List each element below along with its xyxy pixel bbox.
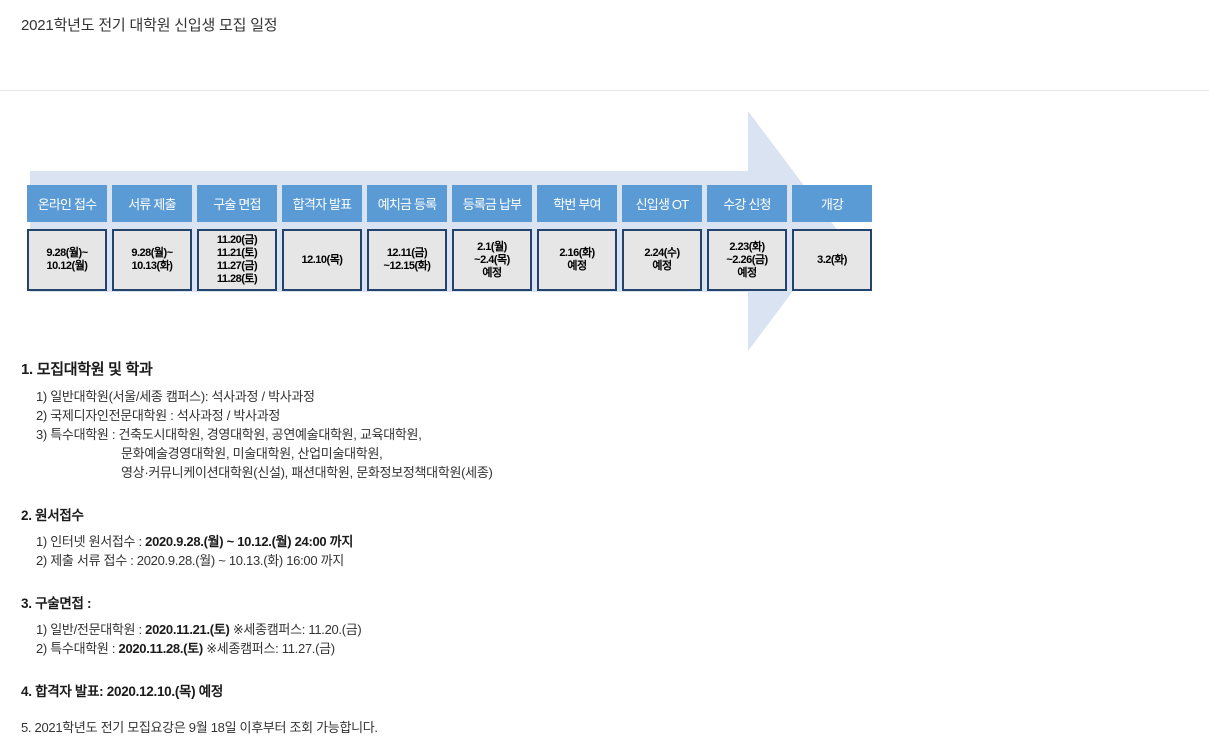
step-oral-interview: 구술 면접 11.20(금) 11.21(토) 11.27(금) 11.28(토… [197,185,277,291]
body-content: 1. 모집대학원 및 학과 1) 일반대학원(서울/세종 캠퍼스): 석사과정 … [21,350,1121,737]
page: 2021학년도 전기 대학원 신입생 모집 일정 온라인 접수 9.28(월)~… [0,17,1209,735]
section-line: 2) 제출 서류 접수 : 2020.9.28.(월) ~ 10.13.(화) … [36,553,344,568]
step-label: 온라인 접수 [27,185,107,222]
line-text: 1) 일반/전문대학원 : [36,622,146,637]
line-text: ※세종캠퍼스: 11.27.(금) [202,641,335,656]
step-freshman-ot: 신입생 OT 2.24(수) 예정 [622,185,702,291]
section-graduate-schools: 1. 모집대학원 및 학과 1) 일반대학원(서울/세종 캠퍼스): 석사과정 … [21,358,1121,482]
step-label: 서류 제출 [112,185,192,222]
section-interview: 3. 구술면접 : 1) 일반/전문대학원 : 2020.11.21.(토) ※… [21,592,1121,658]
step-deposit-registration: 예치금 등록 12.11(금) ~12.15(화) [367,185,447,291]
section-line: 영상·커뮤니케이션대학원(신설), 패션대학원, 문화정보정책대학원(세종) [121,465,493,480]
line-text: 1) 인터넷 원서접수 : [36,534,146,549]
step-student-id: 학번 부여 2.16(화) 예정 [537,185,617,291]
step-label: 합격자 발표 [282,185,362,222]
step-result-announcement: 합격자 발표 12.10(목) [282,185,362,291]
step-document-submission: 서류 제출 9.28(월)~ 10.13(화) [112,185,192,291]
section-announcement: 4. 합격자 발표: 2020.12.10.(목) 예정 [21,680,1121,700]
step-date: 12.10(목) [282,229,362,291]
line-text-bold: 2020.11.28.(토) [118,641,204,656]
step-label: 개강 [792,185,872,222]
step-tuition-payment: 등록금 납부 2.1(월) ~2.4(목) 예정 [452,185,532,291]
page-title: 2021학년도 전기 대학원 신입생 모집 일정 [21,17,278,34]
step-label: 학번 부여 [537,185,617,222]
timeline-diagram: 온라인 접수 9.28(월)~ 10.12(월) 서류 제출 9.28(월)~ … [0,91,1209,356]
section-line: 1) 일반/전문대학원 : 2020.11.21.(토) ※세종캠퍼스: 11.… [21,620,1121,639]
section-heading: 4. 합격자 발표: 2020.12.10.(목) 예정 [21,684,224,699]
line-text-bold: 2020.9.28.(월) ~ 10.12.(월) 24:00 까지 [145,534,353,549]
step-date: 2.23(화) ~2.26(금) 예정 [707,229,787,291]
step-date: 9.28(월)~ 10.12(월) [27,229,107,291]
section-heading: 1. 모집대학원 및 학과 [21,361,153,378]
section-line: 1) 일반대학원(서울/세종 캠퍼스): 석사과정 / 박사과정 [36,389,315,404]
section-line: 3) 특수대학원 : 건축도시대학원, 경영대학원, 공연예술대학원, 교육대학… [36,427,422,442]
line-text: 2) 특수대학원 : [36,641,119,656]
step-label: 수강 신청 [707,185,787,222]
section-line: 2) 국제디자인전문대학원 : 석사과정 / 박사과정 [36,408,281,423]
line-text-bold: 2020.11.21.(토) [145,622,230,637]
timeline-steps: 온라인 접수 9.28(월)~ 10.12(월) 서류 제출 9.28(월)~ … [27,185,872,291]
section-line: 문화예술경영대학원, 미술대학원, 산업미술대학원, [121,446,383,461]
section-notice: 5. 2021학년도 전기 모집요강은 9월 18일 이후부터 조회 가능합니다… [21,720,378,735]
step-date: 3.2(화) [792,229,872,291]
step-date: 11.20(금) 11.21(토) 11.27(금) 11.28(토) [197,229,277,291]
step-date: 2.1(월) ~2.4(목) 예정 [452,229,532,291]
step-label: 등록금 납부 [452,185,532,222]
section-heading: 2. 원서접수 [21,508,84,523]
step-date: 2.24(수) 예정 [622,229,702,291]
step-date: 12.11(금) ~12.15(화) [367,229,447,291]
section-line: 1) 인터넷 원서접수 : 2020.9.28.(월) ~ 10.12.(월) … [21,532,1121,551]
section-line: 2) 특수대학원 : 2020.11.28.(토) ※세종캠퍼스: 11.27.… [21,639,1121,658]
section-heading: 3. 구술면접 : [21,596,92,611]
step-online-application: 온라인 접수 9.28(월)~ 10.12(월) [27,185,107,291]
section-application: 2. 원서접수 1) 인터넷 원서접수 : 2020.9.28.(월) ~ 10… [21,504,1121,570]
line-text: ※세종캠퍼스: 11.20.(금) [229,622,362,637]
step-label: 예치금 등록 [367,185,447,222]
step-date: 2.16(화) 예정 [537,229,617,291]
divider [0,90,1209,91]
step-label: 신입생 OT [622,185,702,222]
step-course-registration: 수강 신청 2.23(화) ~2.26(금) 예정 [707,185,787,291]
step-label: 구술 면접 [197,185,277,222]
step-semester-start: 개강 3.2(화) [792,185,872,291]
step-date: 9.28(월)~ 10.13(화) [112,229,192,291]
